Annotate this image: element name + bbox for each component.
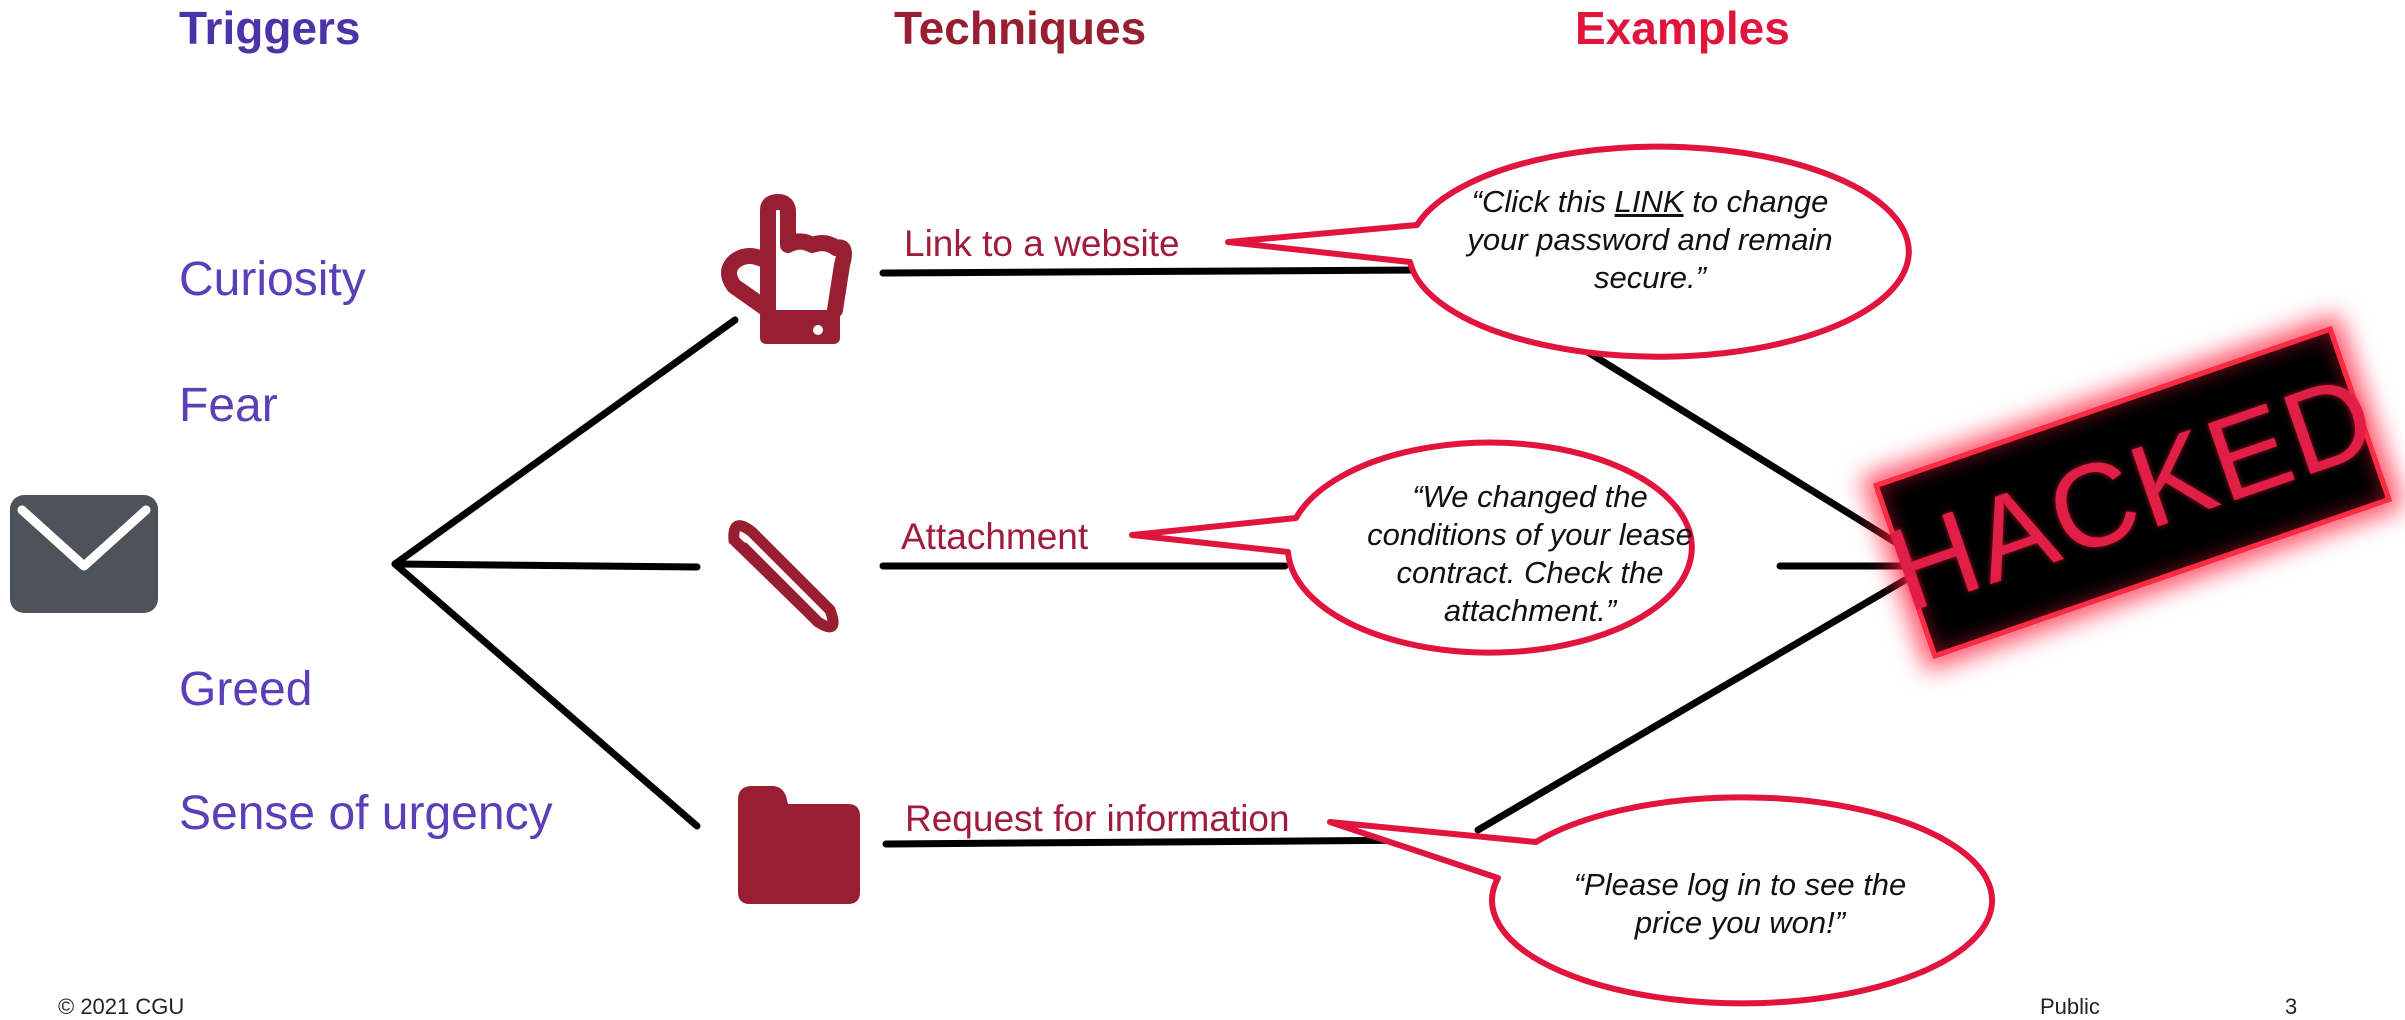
speech-bubble-request xyxy=(1327,794,1996,1007)
connector-line xyxy=(882,836,1444,848)
example-link-word: LINK xyxy=(1614,184,1684,219)
example-link-post: to change your password and remain secur… xyxy=(1467,184,1833,295)
speech-bubble-attachment xyxy=(1129,439,1695,656)
connector-line xyxy=(391,560,701,571)
footer-page-number: 3 xyxy=(2285,994,2298,1019)
techniques-header: Techniques xyxy=(894,2,1147,54)
technique-request-for-information: Request for information xyxy=(905,798,1290,839)
paperclip-icon xyxy=(728,520,839,633)
example-link-pre: “Click this xyxy=(1471,184,1615,219)
folder-icon xyxy=(738,786,860,904)
footer-copyright: © 2021 CGU xyxy=(58,994,185,1019)
examples-header: Examples xyxy=(1575,2,1790,54)
footer-classification: Public xyxy=(2040,994,2100,1019)
pointing-hand-icon xyxy=(721,194,852,318)
example-attachment-text: “We changed the conditions of your lease… xyxy=(1367,479,1693,628)
technique-attachment: Attachment xyxy=(901,516,1089,557)
envelope-icon xyxy=(10,495,158,613)
connector-line xyxy=(391,316,739,568)
connector-line xyxy=(879,266,1429,277)
triggers-header: Triggers xyxy=(179,2,361,54)
hand-cuff-dot xyxy=(813,325,823,335)
example-link-text: “Click this LINK to change your password… xyxy=(1450,183,1850,297)
technique-link-to-website: Link to a website xyxy=(904,223,1180,264)
trigger-fear: Fear xyxy=(179,379,278,432)
connector-line xyxy=(1474,576,1909,834)
connector-lines xyxy=(391,266,1909,848)
speech-bubble-link xyxy=(1225,143,1912,360)
connector-line xyxy=(1561,334,1904,549)
hand-cuff xyxy=(760,310,840,344)
example-request-text: “Please log in to see the price you won!… xyxy=(1573,867,1907,940)
trigger-greed: Greed xyxy=(179,663,313,716)
trigger-sense-of-urgency: Sense of urgency xyxy=(179,787,553,840)
connector-line xyxy=(391,560,701,830)
trigger-curiosity: Curiosity xyxy=(179,253,366,306)
speech-bubbles xyxy=(1129,143,1996,1007)
